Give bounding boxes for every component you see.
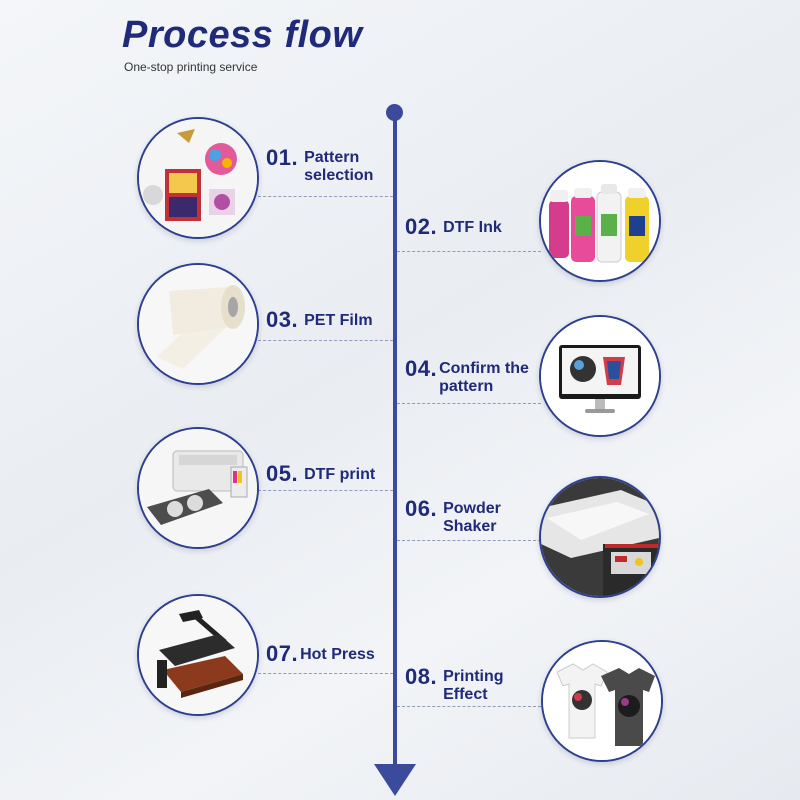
- step-03-text: PET Film: [304, 312, 373, 329]
- connector-04: [397, 403, 541, 404]
- step-02-number: 02.: [405, 214, 438, 239]
- step-02-text: DTF Ink: [443, 219, 502, 236]
- connector-06: [397, 540, 541, 541]
- timeline-line: [393, 112, 397, 772]
- connector-03: [258, 340, 393, 341]
- step-01-number: 01.: [266, 145, 299, 170]
- connector-08: [397, 706, 541, 707]
- monitor-pattern-image: [539, 315, 661, 437]
- timeline-arrow-down-icon: [374, 764, 416, 796]
- pattern-selection-image: [137, 117, 259, 239]
- dtf-printer-image: [137, 427, 259, 549]
- connector-02: [397, 251, 541, 252]
- powder-shaker-image: [539, 476, 661, 598]
- connector-01: [258, 196, 393, 197]
- step-06-number: 06.: [405, 496, 438, 521]
- step-04-number: 04.: [405, 356, 438, 381]
- step-02-label: 02. DTF Ink: [405, 214, 502, 240]
- step-07-label: 07. Hot Press: [266, 641, 375, 667]
- step-08-number: 08.: [405, 664, 438, 689]
- page-title: Process flow: [122, 14, 363, 56]
- dtf-ink-bottles-image: [539, 160, 661, 282]
- step-05-number: 05.: [266, 461, 299, 486]
- page-subtitle: One-stop printing service: [124, 60, 258, 74]
- pet-film-roll-image: [137, 263, 259, 385]
- step-03-label: 03. PET Film: [266, 307, 373, 333]
- connector-07: [258, 673, 393, 674]
- step-07-text: Hot Press: [300, 646, 375, 663]
- heat-press-image: [137, 594, 259, 716]
- step-05-label: 05. DTF print: [266, 461, 375, 487]
- step-05-text: DTF print: [304, 466, 376, 483]
- step-03-number: 03.: [266, 307, 299, 332]
- step-07-number: 07.: [266, 641, 299, 666]
- printed-tshirts-image: [541, 640, 663, 762]
- connector-05: [258, 490, 393, 491]
